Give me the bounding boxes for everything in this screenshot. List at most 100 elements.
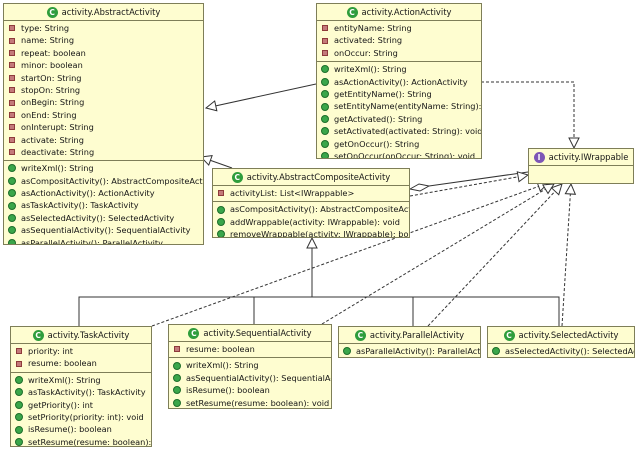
field-section: activityList: List<IWrappable> xyxy=(213,186,409,203)
class-sequential-activity[interactable]: C activity.SequentialActivity resume: bo… xyxy=(168,324,332,409)
private-field-icon xyxy=(174,346,180,353)
class-header: C activity.SequentialActivity xyxy=(169,325,331,342)
method-row[interactable]: asCompositActivity(): AbstractCompositeA… xyxy=(4,175,203,187)
field-row[interactable]: activityList: List<IWrappable> xyxy=(213,187,409,199)
field-row[interactable]: onInterupt: String xyxy=(4,121,203,133)
method-row[interactable]: getPriority(): int xyxy=(11,399,151,411)
field-row[interactable]: onOccur: String xyxy=(317,47,481,59)
method-row[interactable]: asActionActivity(): ActionActivity xyxy=(4,187,203,199)
field-row[interactable]: minor: boolean xyxy=(4,59,203,71)
method-row[interactable]: addWrappable(activity: IWrappable): void xyxy=(213,216,409,228)
method-row[interactable]: isResume(): boolean xyxy=(169,384,331,396)
method-row[interactable]: asSequentialActivity(): SequentialActivi… xyxy=(4,224,203,236)
method-row[interactable]: setResume(resume: boolean): void xyxy=(11,436,152,447)
field-row[interactable]: activate: String xyxy=(4,134,203,146)
class-selected-activity[interactable]: C activity.SelectedActivity asSelectedAc… xyxy=(487,326,635,358)
method-row[interactable]: setEntityName(entityName: String): void xyxy=(317,100,481,112)
field-row[interactable]: deactivate: String xyxy=(4,146,203,158)
public-method-icon xyxy=(8,238,16,244)
field-row[interactable]: resume: boolean xyxy=(11,357,151,369)
private-field-icon xyxy=(9,37,15,44)
method-row[interactable]: asSequentialActivity(): SequentialActivi… xyxy=(169,372,331,384)
method-row[interactable]: isResume(): boolean xyxy=(11,423,151,435)
method-label: writeXml(): String xyxy=(28,374,101,385)
public-method-icon xyxy=(15,437,23,446)
public-method-icon xyxy=(8,214,16,223)
method-row[interactable]: asSelectedActivity(): SelectedActivity xyxy=(4,212,203,224)
method-row[interactable]: asParallelActivity(): ParallelActivity xyxy=(4,237,203,245)
public-method-icon xyxy=(321,90,329,99)
field-row[interactable]: activated: String xyxy=(317,34,481,46)
private-field-icon xyxy=(9,25,15,32)
class-abstract-composite-activity[interactable]: C activity.AbstractCompositeActivity act… xyxy=(212,168,410,238)
field-row[interactable]: name: String xyxy=(4,34,203,46)
method-row[interactable]: setResume(resume: boolean): void xyxy=(169,397,331,408)
method-section: asParallelActivity(): ParallelActivity xyxy=(339,344,480,357)
field-row[interactable]: repeat: boolean xyxy=(4,47,203,59)
method-label: isResume(): boolean xyxy=(186,385,270,396)
class-action-activity[interactable]: C activity.ActionActivity entityName: St… xyxy=(316,3,482,159)
realization-sequential-to-iwrappable xyxy=(321,184,554,325)
method-label: setResume(resume: boolean): void xyxy=(186,397,330,408)
class-parallel-activity[interactable]: C activity.ParallelActivity asParallelAc… xyxy=(338,326,481,358)
method-row[interactable]: asSelectedActivity(): SelectedActivity xyxy=(488,345,634,357)
field-label: type: String xyxy=(21,23,70,33)
generalization-action-to-abstract xyxy=(206,83,317,108)
field-row[interactable]: type: String xyxy=(4,22,203,34)
field-row[interactable]: onBegin: String xyxy=(4,96,203,108)
realization-action-to-iwrappable xyxy=(481,81,574,148)
method-row[interactable]: getActivated(): String xyxy=(317,113,481,125)
private-field-icon xyxy=(9,99,15,106)
class-name: activity.IWrappable xyxy=(548,152,629,162)
method-row[interactable]: getOnOccur(): String xyxy=(317,138,481,150)
field-label: name: String xyxy=(21,35,75,46)
field-row[interactable]: resume: boolean xyxy=(169,343,331,355)
method-label: setResume(resume: boolean): void xyxy=(28,436,152,447)
method-row[interactable]: removeWrappable(activity: IWrappable): b… xyxy=(213,228,409,238)
method-row[interactable]: setPriority(priority: int): void xyxy=(11,411,151,423)
method-row[interactable]: setActivated(activated: String): void xyxy=(317,125,481,137)
method-row[interactable]: asActionActivity(): ActionActivity xyxy=(317,76,481,88)
method-row[interactable]: asTaskActivity(): TaskActivity xyxy=(4,199,203,211)
field-label: activityList: List<IWrappable> xyxy=(230,188,355,198)
method-row[interactable]: asParallelActivity(): ParallelActivity xyxy=(339,345,480,357)
method-label: asParallelActivity(): ParallelActivity xyxy=(356,346,481,356)
field-row[interactable]: entityName: String xyxy=(317,22,481,34)
method-label: asCompositActivity(): AbstractCompositeA… xyxy=(230,204,410,215)
method-row[interactable]: getEntityName(): String xyxy=(317,88,481,100)
class-header: C activity.ParallelActivity xyxy=(339,327,480,344)
private-field-icon xyxy=(16,360,22,367)
class-name: activity.AbstractCompositeActivity xyxy=(246,172,391,182)
method-label: asParallelActivity(): ParallelActivity xyxy=(21,237,163,245)
method-row[interactable]: writeXml(): String xyxy=(317,63,481,75)
method-row[interactable]: writeXml(): String xyxy=(169,359,331,371)
private-field-icon xyxy=(9,111,15,118)
class-icon: C xyxy=(354,329,366,341)
field-row[interactable]: startOn: String xyxy=(4,72,203,84)
interface-iwrappable[interactable]: I activity.IWrappable xyxy=(528,148,634,184)
method-label: removeWrappable(activity: IWrappable): b… xyxy=(230,229,409,238)
class-abstract-activity[interactable]: C activity.AbstractActivity type: String… xyxy=(3,3,204,245)
generalization-composite-to-abstract xyxy=(201,157,233,169)
public-method-icon xyxy=(173,398,181,407)
private-field-icon xyxy=(322,49,328,56)
method-row[interactable]: writeXml(): String xyxy=(11,374,151,386)
method-row[interactable]: asTaskActivity(): TaskActivity xyxy=(11,386,151,398)
realization-task-to-iwrappable xyxy=(151,183,548,327)
method-label: getActivated(): String xyxy=(334,113,423,124)
method-label: getEntityName(): String xyxy=(334,88,432,99)
method-row[interactable]: setOnOccur(onOccur: String): void xyxy=(317,150,481,158)
field-row[interactable]: onEnd: String xyxy=(4,109,203,121)
method-row[interactable]: asCompositActivity(): AbstractCompositeA… xyxy=(213,203,409,215)
public-method-icon xyxy=(15,413,23,422)
public-method-icon xyxy=(173,373,181,382)
method-row[interactable]: writeXml(): String xyxy=(4,162,203,174)
field-label: onBegin: String xyxy=(21,97,85,108)
realization-selected-to-iwrappable xyxy=(561,184,571,327)
field-row[interactable]: stopOn: String xyxy=(4,84,203,96)
field-row[interactable]: priority: int xyxy=(11,345,151,357)
